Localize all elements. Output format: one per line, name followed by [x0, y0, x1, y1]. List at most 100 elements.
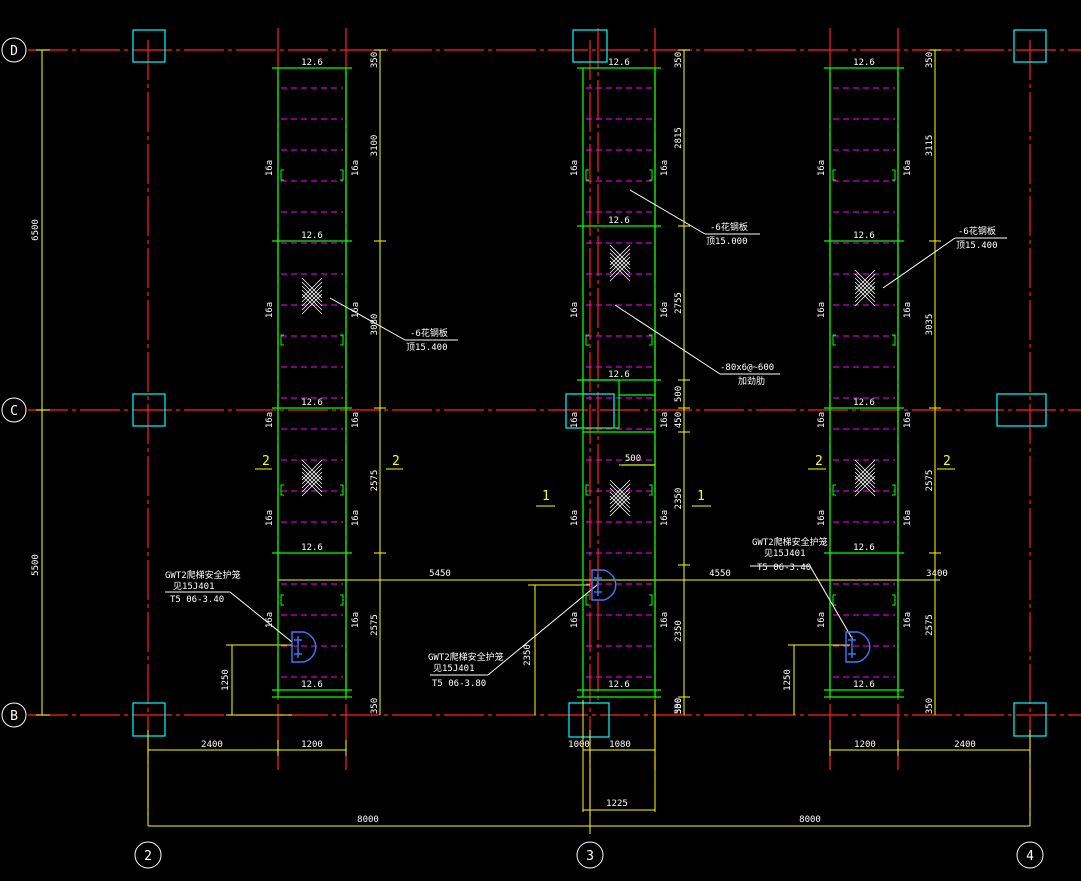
hatch-line — [854, 269, 876, 291]
axis-bubble-D: D — [1, 37, 27, 63]
callout-texts: -6花钢板 顶15.400 -6花钢板 顶15.000 -80x6@~600 加… — [165, 221, 998, 689]
bracket — [340, 169, 344, 181]
dim-label: 2575 — [370, 470, 380, 492]
columns — [132, 29, 1047, 738]
section-marks: 2 2 1 1 2 2 — [255, 454, 955, 507]
svg-text:-6花钢板: -6花钢板 — [958, 225, 996, 237]
bracket — [649, 594, 653, 606]
side-beam-label: 16a — [817, 612, 827, 628]
bracket — [649, 334, 653, 346]
svg-text:见15J401: 见15J401 — [173, 581, 215, 592]
beam-label: 12.6 — [608, 216, 630, 226]
side-beam-label: 16a — [351, 510, 361, 526]
dim-label: 500 — [674, 386, 684, 402]
side-beam-label: 16a — [817, 302, 827, 318]
bracket — [340, 594, 344, 606]
side-beam-label: 16a — [903, 412, 913, 428]
hatch-line — [301, 285, 323, 307]
svg-text:见15J401: 见15J401 — [764, 548, 806, 559]
svg-text:GWT2爬梯安全护笼: GWT2爬梯安全护笼 — [428, 651, 504, 663]
svg-text:2: 2 — [815, 454, 823, 469]
bracket — [832, 594, 836, 606]
svg-text:GWT2爬梯安全护笼: GWT2爬梯安全护笼 — [752, 536, 828, 548]
hatch-line — [854, 459, 876, 481]
mid-connector — [582, 379, 655, 466]
svg-text:B: B — [10, 709, 18, 724]
svg-text:1200: 1200 — [854, 740, 876, 750]
beam-label: 12.6 — [853, 398, 875, 408]
bracket — [649, 484, 653, 496]
dim-label: 3035 — [925, 314, 935, 336]
side-beam-label: 16a — [265, 510, 275, 526]
dim-label: 3080 — [370, 314, 380, 336]
side-beam-label: 16a — [351, 160, 361, 176]
svg-text:1225: 1225 — [606, 799, 628, 809]
svg-text:顶15.400: 顶15.400 — [956, 240, 998, 251]
hatch-line — [609, 495, 631, 517]
side-beam-label: 16a — [903, 160, 913, 176]
bracket — [832, 169, 836, 181]
side-beam-label: 16a — [903, 612, 913, 628]
hatch-line — [301, 467, 323, 489]
bracket — [585, 169, 589, 181]
side-beam-label: 16a — [265, 302, 275, 318]
side-beam-label: 16a — [660, 612, 670, 628]
beam-label: 12.6 — [608, 58, 630, 68]
hatch-line — [854, 471, 876, 493]
side-beam-label: 16a — [265, 612, 275, 628]
overall-dimensions — [36, 49, 1031, 834]
side-beam-label: 16a — [660, 412, 670, 428]
side-beam-label: 16a — [817, 412, 827, 428]
beam-label: 12.6 — [853, 680, 875, 690]
hatch-line — [854, 467, 876, 489]
dim-label-end: 350 — [925, 698, 935, 714]
svg-text:-80x6@~600: -80x6@~600 — [720, 363, 774, 373]
bracket — [280, 594, 284, 606]
svg-text:T5 06-3.40: T5 06-3.40 — [170, 595, 224, 605]
side-beam-label: 16a — [351, 302, 361, 318]
hatch-line — [854, 285, 876, 307]
hatch-line — [609, 256, 631, 278]
bracket — [340, 334, 344, 346]
beam-label: 12.6 — [608, 370, 630, 380]
side-beam-label: 16a — [570, 412, 580, 428]
hatch-line — [609, 479, 631, 501]
beam-label: 12.6 — [853, 543, 875, 553]
mid-connector-texts: 350 500 — [625, 454, 641, 464]
svg-text:8000: 8000 — [799, 815, 821, 825]
bracket — [892, 334, 896, 346]
dim-label: 2755 — [674, 292, 684, 314]
dim-label: 2350 — [674, 620, 684, 642]
hatch-line — [609, 244, 631, 266]
ladder-cage-left — [291, 631, 317, 663]
svg-text:4: 4 — [1026, 849, 1034, 864]
svg-text:1200: 1200 — [301, 740, 323, 750]
hatch-line — [854, 475, 876, 497]
svg-text:8000: 8000 — [357, 815, 379, 825]
dim-label: 2575 — [925, 614, 935, 636]
axis-bubble-2: 2 — [134, 841, 162, 869]
side-beam-label: 16a — [660, 302, 670, 318]
dim-label: 450 — [674, 412, 684, 428]
side-beam-label: 16a — [817, 510, 827, 526]
hatch-line — [301, 463, 323, 485]
hatch-line — [301, 293, 323, 315]
beam-label: 12.6 — [853, 58, 875, 68]
dim-label: 2575 — [370, 614, 380, 636]
svg-text:3: 3 — [586, 849, 594, 864]
side-beam-label: 16a — [265, 412, 275, 428]
beam-label: 12.6 — [301, 398, 323, 408]
ladder-cage-right — [845, 631, 871, 663]
side-beam-label: 16a — [903, 302, 913, 318]
dim-label: 2350 — [674, 488, 684, 510]
hatch-line — [854, 281, 876, 303]
side-beam-label: 16a — [903, 510, 913, 526]
axis-bubble-3: 3 — [576, 841, 604, 869]
beam-label: 12.6 — [301, 231, 323, 241]
svg-text:见15J401: 见15J401 — [433, 663, 475, 674]
svg-text:顶15.000: 顶15.000 — [706, 236, 748, 247]
side-beam-label: 16a — [660, 160, 670, 176]
